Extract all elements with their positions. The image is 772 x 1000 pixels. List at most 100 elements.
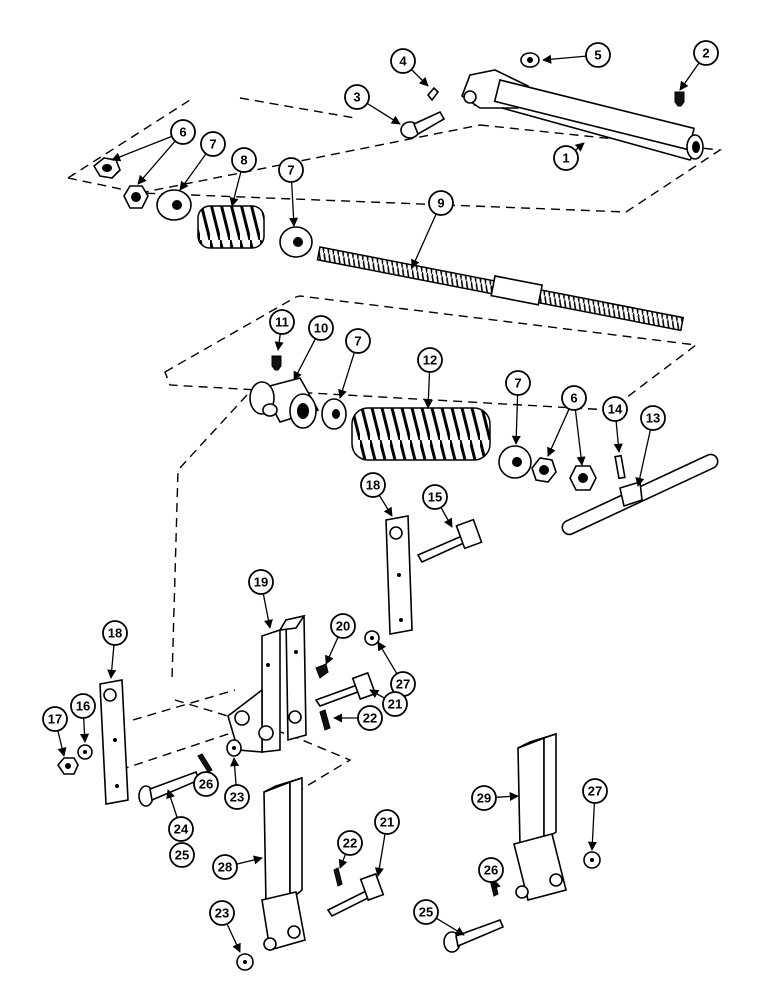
callout-2-leader (679, 62, 700, 91)
callout-23-leader (230, 757, 240, 786)
part-nut-6c (531, 457, 557, 483)
callout-18-label: 18 (108, 626, 122, 641)
callout-9-circle (428, 190, 454, 216)
part-washer-7c (321, 398, 347, 430)
callout-24-label: 24 (174, 822, 189, 837)
callout-22-leader (338, 853, 348, 869)
callout-26-label: 26 (199, 777, 213, 792)
part-washer-7a (156, 189, 192, 221)
callout-23-label: 23 (215, 906, 229, 921)
callout-7-label: 7 (209, 137, 216, 152)
callout-19-circle (248, 569, 274, 595)
callout-11-leader (274, 333, 284, 351)
part-arm-28 (261, 776, 306, 952)
callout-12-label: 12 (423, 353, 437, 368)
callout-23-circle (224, 784, 250, 810)
part-pin (400, 110, 446, 139)
callout-1-leader (574, 142, 585, 152)
callout-16-circle (70, 693, 96, 719)
callout-7-circle (345, 328, 371, 354)
part-grease-fitting-20 (315, 663, 329, 679)
callout-18-leader (378, 494, 393, 517)
callout-6-label: 6 (179, 125, 186, 140)
part-cotter-22 (319, 709, 331, 731)
callout-4-circle (390, 48, 416, 74)
part-plate-18-lower (99, 679, 129, 805)
callout-21-circle (374, 809, 400, 835)
callout-2-circle (693, 40, 719, 66)
callout-25-circle (169, 842, 195, 868)
callout-22-label: 22 (343, 836, 357, 851)
callout-17-label: 17 (48, 712, 62, 727)
callout-16-leader (80, 717, 90, 743)
part-nut-6a (92, 157, 121, 179)
callout-27-label: 27 (396, 677, 410, 692)
callout-10-label: 10 (314, 321, 328, 336)
callout-22-circle (357, 705, 383, 731)
callout-3-leader (366, 102, 401, 125)
part-washer-23-lower (236, 953, 254, 971)
callout-15-label: 15 (428, 490, 442, 505)
callout-8-leader (229, 171, 242, 207)
callout-5-circle (585, 42, 611, 68)
callout-26-label: 26 (484, 863, 498, 878)
callout-14-leader (613, 420, 623, 453)
callout-25-label: 25 (175, 848, 189, 863)
callout-29-circle (471, 785, 497, 811)
part-grease-fitting (674, 91, 685, 107)
part-spring-12 (351, 407, 491, 461)
part-cotter-pin (426, 86, 440, 102)
callout-18-circle (360, 472, 386, 498)
callout-24-circle (168, 816, 194, 842)
part-nut-6b (123, 185, 149, 209)
part-bracket-19 (227, 614, 307, 753)
callout-26-circle (478, 857, 504, 883)
callout-11-circle (269, 309, 295, 335)
part-pin-24 (138, 770, 201, 807)
part-nut-17 (56, 757, 79, 775)
part-handle-bar (561, 453, 719, 536)
callout-26-circle (193, 771, 219, 797)
callout-29-label: 29 (477, 791, 491, 806)
part-washer-16 (77, 744, 93, 760)
callout-6-leader (137, 140, 176, 185)
part-washer-7b (279, 226, 313, 258)
callout-7-leader (289, 181, 299, 227)
callout-13-leader (635, 429, 652, 487)
callout-10-leader (293, 338, 317, 381)
callout-22-circle (337, 830, 363, 856)
callout-27-leader (587, 802, 597, 851)
callout-25-circle (413, 899, 439, 925)
callout-20-leader (325, 636, 339, 665)
callout-20-circle (330, 613, 356, 639)
part-spring-8 (197, 205, 265, 249)
callout-21-label: 21 (380, 815, 394, 830)
part-cotter-22-lower (333, 867, 343, 887)
callout-6-circle (561, 385, 587, 411)
callout-23-circle (209, 900, 235, 926)
part-nut-27-lower (583, 851, 601, 869)
part-washer-23 (226, 739, 242, 757)
callout-6-leader (111, 135, 173, 162)
callout-27-leader (377, 641, 398, 675)
part-grease-fitting-11 (271, 355, 282, 371)
part-nut-5 (520, 52, 540, 68)
callout-4-label: 4 (399, 54, 407, 69)
callout-28-leader (236, 855, 263, 865)
callout-6-leader (574, 409, 586, 466)
callout-17-leader (57, 730, 67, 757)
callout-6-circle (170, 119, 196, 145)
callout-7-circle (505, 370, 531, 396)
callout-29-leader (495, 791, 519, 802)
part-block (249, 377, 320, 429)
callout-14-label: 14 (608, 402, 623, 417)
callout-7-label: 7 (354, 334, 361, 349)
callout-11-label: 11 (275, 315, 289, 330)
callout-13-circle (640, 405, 666, 431)
callout-21-label: 21 (388, 697, 402, 712)
assembly-outline-lower (164, 295, 698, 411)
part-arm-29 (513, 732, 567, 901)
callout-27-circle (582, 778, 608, 804)
callout-18-leader (107, 644, 117, 679)
